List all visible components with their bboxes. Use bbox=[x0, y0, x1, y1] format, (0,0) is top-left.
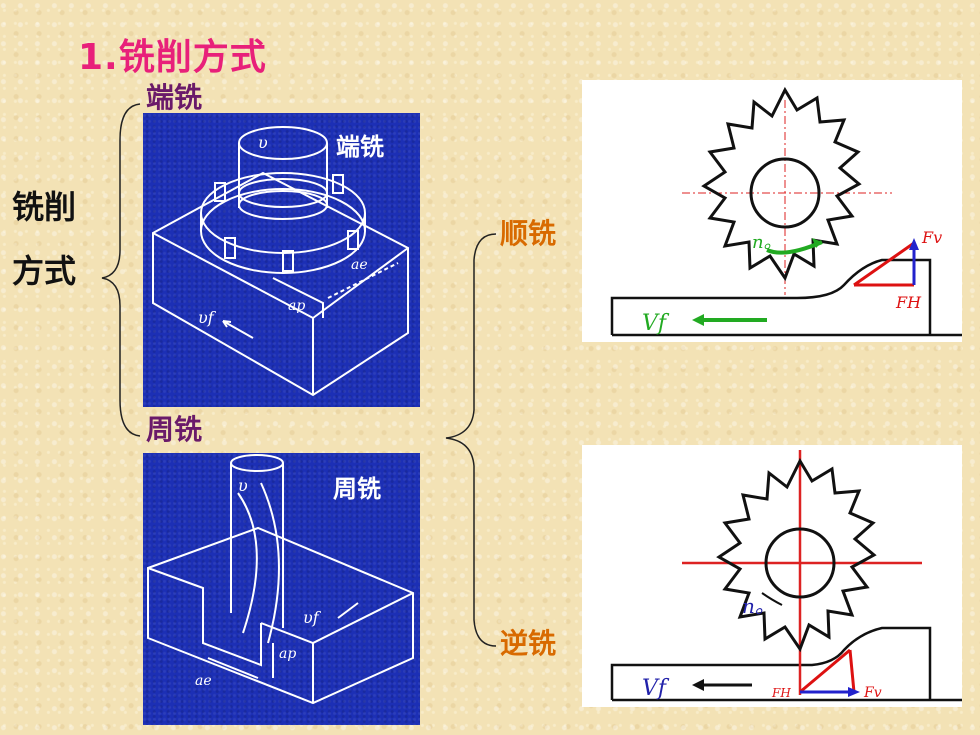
peripheral-ae-label: ae bbox=[195, 673, 212, 689]
face-ap-label: ap bbox=[288, 298, 305, 314]
page-title: 1.铣削方式 bbox=[78, 37, 267, 78]
peripheral-milling-panel: 周铣 υ υf ae ap bbox=[143, 453, 420, 725]
branch-face-milling: 端铣 bbox=[146, 81, 203, 114]
climb-fh-label: FH bbox=[895, 293, 922, 312]
conventional-fv-label: Fv bbox=[863, 685, 882, 701]
face-v-label: υ bbox=[258, 133, 268, 152]
peripheral-v-label: υ bbox=[238, 476, 248, 495]
face-ae-label: ae bbox=[351, 257, 368, 273]
conventional-n-label: n。 bbox=[742, 594, 775, 618]
climb-milling-drawing: n。 Fv FH Vf bbox=[610, 86, 962, 337]
conventional-milling-drawing: n。 FH Fv Vf bbox=[610, 450, 962, 702]
branch-conventional-milling: 逆铣 bbox=[500, 627, 557, 660]
peripheral-vf-label: υf bbox=[303, 608, 322, 627]
climb-vf-label: Vf bbox=[642, 311, 670, 336]
conventional-milling-panel: n。 FH Fv Vf bbox=[582, 445, 962, 707]
face-vf-label: υf bbox=[198, 308, 217, 327]
root-label-line2: 方式 bbox=[12, 252, 77, 290]
branch-climb-milling: 顺铣 bbox=[500, 217, 557, 250]
root-label-line1: 铣削 bbox=[12, 188, 77, 226]
conventional-fh-label: FH bbox=[771, 686, 791, 700]
left-brace bbox=[101, 103, 141, 437]
branch-peripheral-milling: 周铣 bbox=[146, 413, 203, 446]
face-panel-label: 端铣 bbox=[336, 133, 384, 161]
climb-n-label: n。 bbox=[752, 232, 782, 253]
middle-brace bbox=[445, 233, 497, 647]
face-milling-panel: 端铣 υ υf bbox=[143, 113, 420, 407]
face-milling-drawing: υ υf ae ap bbox=[152, 126, 409, 397]
conventional-vf-label: Vf bbox=[642, 676, 670, 701]
climb-fv-label: Fv bbox=[921, 228, 942, 247]
peripheral-ap-label: ap bbox=[279, 646, 296, 662]
climb-milling-panel: n。 Fv FH Vf bbox=[582, 80, 962, 342]
peripheral-milling-drawing: υ υf ae ap bbox=[147, 454, 414, 705]
peripheral-panel-label: 周铣 bbox=[333, 475, 381, 503]
